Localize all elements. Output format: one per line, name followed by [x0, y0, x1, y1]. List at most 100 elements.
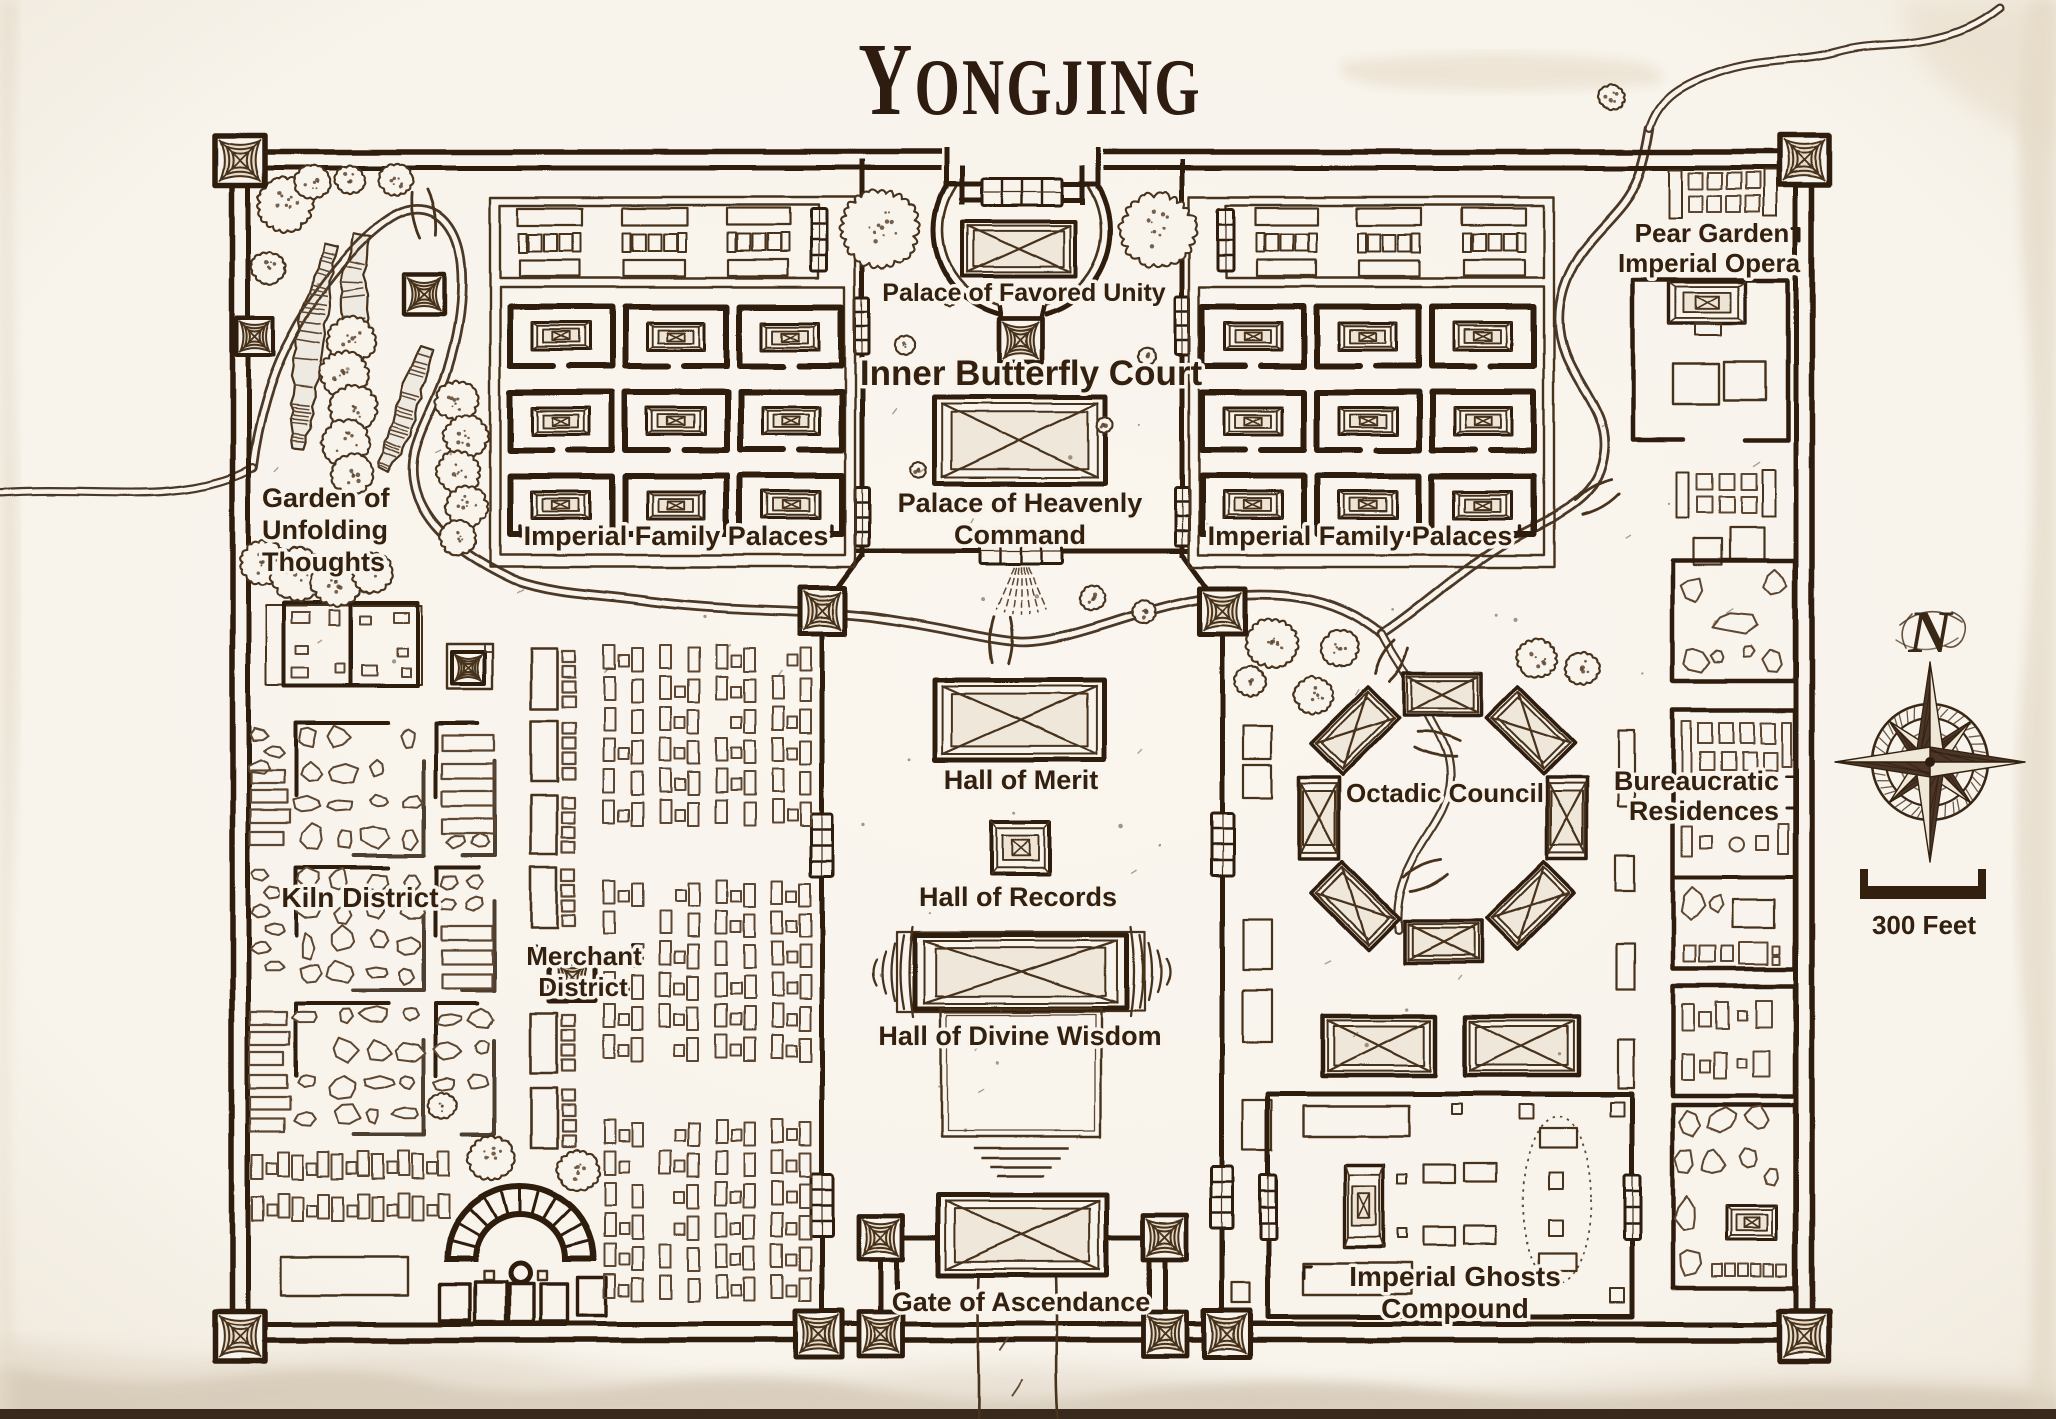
- trees-shape: [578, 1162, 581, 1165]
- merchant-district-shape: [618, 809, 630, 822]
- trees-shape: [575, 1163, 580, 1168]
- central-axis-halls-shape-shape: [966, 224, 1072, 274]
- kiln-district-shape: [464, 896, 484, 912]
- merchant-district-shape: [743, 740, 756, 765]
- merchant-district-shape: [715, 799, 728, 824]
- merchant-district-shape: [743, 678, 756, 703]
- kiln-district-shape: [351, 900, 426, 992]
- garden-of-unfolding-thoughts-shape: [300, 310, 326, 316]
- palace-compounds-shape-shape: [1279, 233, 1295, 252]
- kiln-district-shape: [329, 609, 341, 626]
- palace-compounds-shape-shape-shape: [551, 331, 571, 342]
- compass-rose-shape: [1946, 711, 1959, 723]
- garden-of-unfolding-thoughts-shape: [318, 258, 331, 264]
- merchant-district-shape: [687, 678, 700, 703]
- eastern-districts-shape: [1396, 1174, 1407, 1185]
- palace-compounds-shape-shape: [518, 258, 582, 278]
- merchant-district-shape: [603, 879, 616, 904]
- kiln-district-shape: [357, 1005, 388, 1023]
- eastern-districts-shape: [1614, 854, 1637, 893]
- merchant-district-shape: [659, 737, 672, 762]
- garden-of-unfolding-thoughts-shape: [339, 280, 363, 284]
- palace-compounds-shape-shape-shape: [551, 331, 571, 342]
- merchant-district-shape-shape: [551, 957, 593, 999]
- eastern-districts-shape: [1615, 942, 1637, 992]
- eastern-districts-shape: [1788, 260, 1799, 276]
- palace-compounds-shape-shape-shape: [1228, 325, 1278, 348]
- palace-compounds-shape-shape: [1187, 195, 1556, 569]
- kiln-district-shape: [300, 823, 324, 851]
- kiln-district-shape: [333, 1103, 362, 1126]
- trees-shape: [351, 474, 355, 478]
- compass-rose-shape: [1911, 806, 1920, 816]
- palace-compounds-shape-shape: [1199, 304, 1307, 369]
- merchant-district-shape: [560, 679, 577, 694]
- merchant-district-shape: [771, 1119, 784, 1144]
- merchant-district-shape: [560, 694, 577, 709]
- merchant-district-shape: [618, 1013, 630, 1026]
- trees-shape: [332, 572, 337, 577]
- palace-compounds-shape-shape-shape: [1222, 345, 1231, 352]
- trees-shape: [1335, 645, 1339, 648]
- palace-compounds-shape-shape: [622, 389, 730, 453]
- merchant-district-shape: [560, 1058, 577, 1073]
- palace-compounds-shape-shape-shape: [530, 321, 539, 328]
- merchant-district-shape: [618, 1044, 630, 1057]
- merchant-district-shape: [730, 920, 742, 933]
- trees-shape: [348, 339, 352, 344]
- label-kiln-district: Kiln District: [281, 882, 438, 913]
- trees-shape: [1146, 218, 1151, 223]
- merchant-district-shape: [799, 771, 812, 796]
- eastern-districts-shape: [1694, 323, 1722, 337]
- eastern-districts-shape: [1681, 825, 1693, 857]
- palace-compounds-shape-shape: [735, 233, 751, 252]
- merchant-district-shape: [631, 1246, 644, 1271]
- merchant-district-shape: [659, 644, 672, 669]
- garden-of-unfolding-thoughts-shape: [292, 357, 319, 361]
- trees-shape: [389, 178, 394, 183]
- merchant-district-shape: [687, 1122, 700, 1147]
- eastern-districts-shape: [1258, 1173, 1278, 1241]
- kiln-district: [246, 600, 608, 1324]
- ground-speckles-shape: [1138, 748, 1144, 754]
- trees-shape: [353, 405, 357, 409]
- central-axis-halls-shape: [1100, 425, 1104, 429]
- merchant-district-shape: [743, 1184, 756, 1209]
- river-shape: [1413, 730, 1461, 758]
- palace-compounds-shape-shape: [1222, 321, 1284, 352]
- river-shape-shape: [1408, 872, 1450, 894]
- eastern-districts-shape: [1241, 988, 1274, 1044]
- label-pear-garden-1: Pear Garden: [1635, 218, 1790, 248]
- trees-shape: [1516, 637, 1559, 679]
- kiln-district-shape: [454, 1220, 484, 1239]
- palace-compounds-shape-shape-shape: [1222, 430, 1231, 436]
- palace-compounds-shape-shape-shape: [666, 415, 686, 427]
- kiln-district-shape: [473, 1280, 508, 1324]
- central-axis-halls-shape: [895, 930, 1147, 1014]
- palace-compounds-shape-shape-shape: [1390, 490, 1399, 496]
- kiln-district-shape: [466, 1205, 491, 1230]
- eastern-districts-shape-shape: [1770, 1234, 1778, 1242]
- kiln-district-shape: [366, 965, 390, 978]
- palace-compounds-shape-shape-shape: [666, 416, 686, 427]
- eastern-districts-shape-shape: [1490, 690, 1571, 771]
- merchant-district-shape: [560, 913, 577, 928]
- merchant-district-shape: [799, 709, 812, 734]
- garden-of-unfolding-thoughts-shape: [400, 390, 421, 398]
- merchant-district-shape: [715, 1243, 728, 1268]
- trees-shape: [263, 260, 269, 265]
- trees-shape: [1273, 637, 1276, 640]
- palace-compounds-shape-shape: [622, 258, 687, 278]
- eastern-districts-shape: [1696, 473, 1713, 491]
- ground-speckles-shape: [1355, 687, 1361, 695]
- eastern-districts-shape: [1682, 647, 1711, 674]
- palace-compounds-shape-shape: [1366, 233, 1382, 252]
- merchant-district-shape: [560, 1103, 577, 1118]
- kiln-district-shape: [331, 1196, 344, 1222]
- central-axis-halls-shape: [1129, 925, 1136, 1019]
- palace-compounds-shape-shape-shape: [1243, 331, 1263, 342]
- merchant-district-shape: [771, 706, 784, 731]
- merchant-district-shape: [618, 747, 630, 760]
- eastern-districts-shape: [1726, 195, 1742, 213]
